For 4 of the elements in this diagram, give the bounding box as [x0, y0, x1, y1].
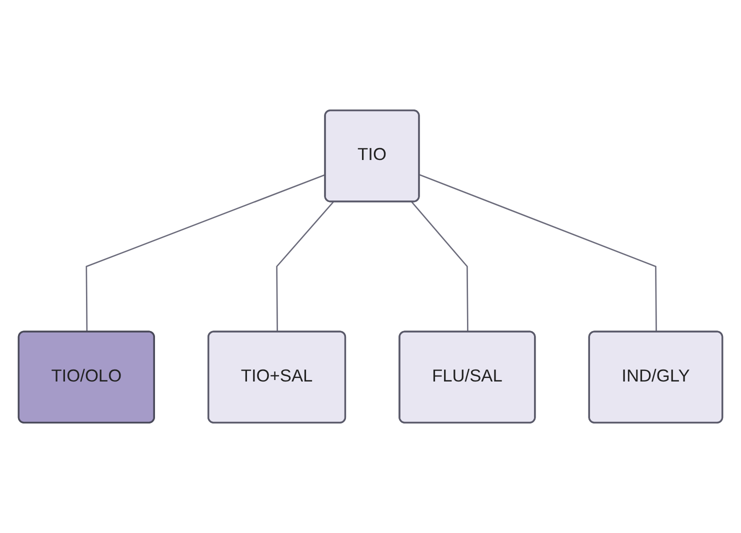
- connector: [86, 174, 326, 332]
- connector: [419, 174, 657, 332]
- connector: [276, 202, 334, 332]
- connector: [411, 202, 468, 332]
